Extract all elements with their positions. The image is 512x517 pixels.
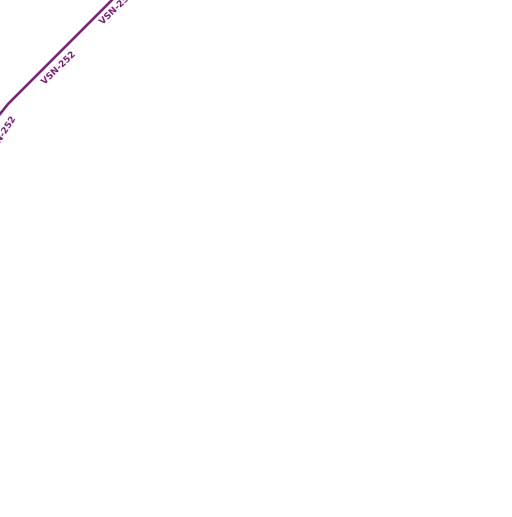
route-label-lower: VSN-252 xyxy=(0,115,18,157)
route-line-vsn-252[interactable] xyxy=(0,0,114,124)
route-label-upper: VSN-252 xyxy=(97,0,135,27)
